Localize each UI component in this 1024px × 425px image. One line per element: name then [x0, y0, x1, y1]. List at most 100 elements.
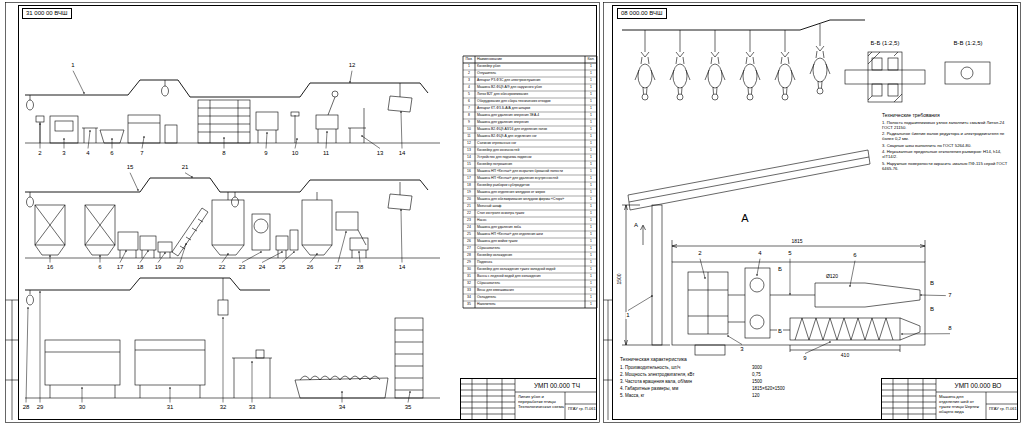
section-title: Б-Б (1:2,5)	[870, 40, 901, 47]
callout-number: 32	[219, 404, 228, 411]
section-view	[872, 58, 882, 70]
leader-line	[112, 139, 113, 149]
callout-number: 11	[322, 150, 330, 157]
table-cell: Аппарат КТ-ФЗ-Б-А/А для шпарки	[477, 106, 530, 110]
callout-number: 18	[136, 264, 145, 271]
equipment-row-2	[160, 252, 170, 258]
table-cell: 3	[468, 78, 470, 82]
note-text: Технические требования	[882, 112, 1014, 118]
drawing-title: Линия убоя и переработки птицы Технологи…	[518, 394, 564, 409]
table-cell: 18	[467, 183, 471, 187]
section-view	[888, 84, 898, 96]
table-rule	[463, 91, 597, 92]
poultry-carcass	[775, 30, 795, 100]
table-cell: 1	[590, 148, 592, 152]
leader-line	[82, 388, 83, 403]
leader-dot	[125, 250, 127, 252]
callout-number: 9	[263, 150, 268, 157]
table-grid	[463, 56, 597, 308]
leader-line	[805, 342, 830, 354]
leader-line	[757, 259, 760, 275]
floor-line	[25, 143, 440, 398]
table-cell: 1	[590, 113, 592, 117]
table-cell: Ванна с ледяной водой для охлаждения	[477, 274, 541, 278]
equipment-row-1	[128, 123, 160, 124]
leader-line	[73, 71, 84, 93]
leader-dot	[99, 255, 101, 257]
note-text: 1. Полость подшипниковых узлов заполнить…	[882, 120, 1014, 130]
view-letter: А	[633, 222, 639, 229]
leader-dot	[704, 277, 706, 279]
dimension-line	[622, 205, 645, 345]
equipment-row-1	[165, 125, 177, 143]
leader-dot	[81, 387, 83, 389]
table-cell: 1	[590, 281, 592, 285]
table-cell: Конвейер для конечностей	[477, 148, 519, 152]
table-cell: Устройство для подъема подвесок	[477, 155, 532, 159]
callout-number: 26	[306, 264, 315, 271]
machine-frame	[750, 278, 764, 292]
table-cell: 1	[590, 183, 592, 187]
leader-line	[790, 259, 791, 294]
leader-dot	[341, 391, 343, 393]
table-cell: Весы для взвешивания	[477, 288, 514, 292]
equipment-row-2	[35, 205, 65, 255]
table-cell: Насос	[477, 218, 487, 222]
table-cell: 1	[590, 120, 592, 124]
callout-number: 1	[70, 62, 75, 69]
lamp-symbol	[30, 192, 31, 197]
dimension: 1815	[790, 238, 803, 244]
leader-dot	[756, 274, 758, 276]
leader-line	[158, 253, 165, 263]
table-cell: Охладитель	[477, 295, 496, 299]
table-cell: 9	[468, 120, 470, 124]
equipment-row-1	[316, 115, 338, 129]
equipment-row-2	[290, 230, 298, 250]
callout-number: 8	[221, 150, 226, 157]
sheet-frame	[613, 6, 1018, 420]
machine-frame	[745, 268, 770, 338]
machine-frame	[728, 295, 815, 330]
drawing-art	[6, 3, 1021, 423]
equipment-row-1	[36, 83, 412, 143]
leader-line	[185, 173, 192, 177]
leader-line	[295, 139, 297, 149]
leader-line	[222, 254, 228, 263]
table-cell: Сбрасыватель	[477, 246, 500, 250]
table-rule	[585, 56, 586, 308]
callout-number: 24	[258, 264, 267, 271]
equipment-row-2	[35, 182, 412, 258]
table-cell: Машина для отделения желудков от жиров	[477, 190, 545, 194]
table-cell: 26	[467, 239, 471, 243]
table-cell: Машина для удаления зоба	[477, 225, 521, 229]
table-rule	[463, 112, 597, 113]
table-cell: 1	[590, 302, 592, 306]
lamp-symbol	[165, 80, 166, 86]
equipment-row-1	[291, 112, 299, 116]
table-cell: Машина НП «Кентак» для удаления внутренн…	[477, 176, 558, 180]
equipment-row-2	[254, 219, 268, 233]
table-cell: 30	[467, 267, 471, 271]
leader-dot	[358, 251, 360, 253]
table-rule	[463, 217, 597, 218]
table-cell: 1	[590, 190, 592, 194]
table-cell: Поз.	[465, 57, 472, 61]
title-block: УМП 00.000 ТЧЛиния убоя и переработки пт…	[460, 378, 597, 420]
leader-dot	[191, 176, 193, 178]
leader-line	[282, 252, 294, 263]
equipment-row-2	[302, 192, 332, 255]
leader-dot	[849, 285, 851, 287]
view-letter: А	[740, 212, 749, 225]
leader-dot	[63, 138, 65, 140]
leader-dot	[316, 253, 318, 255]
leader-dot	[223, 137, 225, 139]
table-cell: 1	[590, 239, 592, 243]
dimension: Ø120	[825, 273, 839, 279]
section-letter: Б	[777, 266, 783, 273]
equipment-row-3	[45, 278, 423, 398]
conveyor-line	[25, 80, 428, 97]
equipment-row-3	[295, 378, 388, 398]
table-rule	[463, 56, 597, 57]
leader-line	[262, 252, 282, 263]
title-block: УМП 00.000 ВОМашина для отделения шей от…	[881, 378, 1018, 420]
